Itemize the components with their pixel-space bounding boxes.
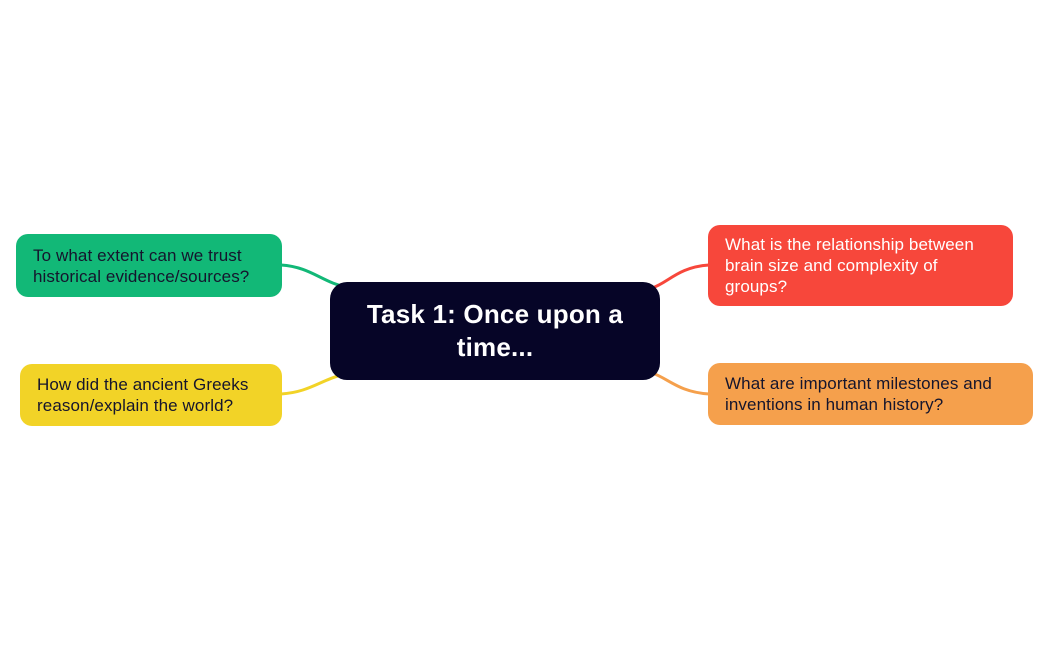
mindmap-node-brain-size-complexity[interactable]: What is the relationship between brain s… [708,225,1013,306]
node-label: What is the relationship between brain s… [725,235,974,296]
node-label: How did the ancient Greeks reason/explai… [37,375,249,415]
mindmap-node-milestones-inventions[interactable]: What are important milestones and invent… [708,363,1033,425]
mindmap-node-greeks-reason-world[interactable]: How did the ancient Greeks reason/explai… [20,364,282,426]
mindmap-node-trust-historical-evidence[interactable]: To what extent can we trust historical e… [16,234,282,297]
connector-bottom-right [650,371,711,396]
connector-top-right [650,263,711,290]
mindmap-central-node[interactable]: Task 1: Once upon a time... [330,282,660,380]
node-label: To what extent can we trust historical e… [33,245,250,286]
central-node-label: Task 1: Once upon a time... [366,299,624,362]
node-label: What are important milestones and invent… [725,374,992,414]
